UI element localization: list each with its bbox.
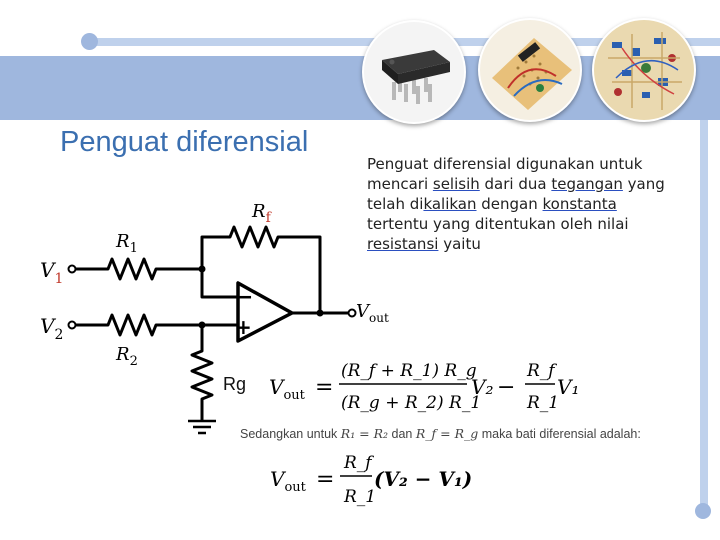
formula2-numerator: R_f	[343, 453, 374, 473]
v2-label: V2	[40, 314, 63, 343]
description-text: Penguat diferensial digunakan untuk menc…	[367, 154, 667, 254]
description-part: tertentu yang ditentukan oleh nilai	[367, 215, 629, 233]
link-konstanta[interactable]: konstanta	[542, 195, 617, 213]
description-part: yang telah di	[367, 175, 665, 213]
rf-subscript: f	[266, 210, 273, 226]
bottom-accent-dot	[695, 503, 711, 519]
formula1-frac2-den: R_1	[526, 393, 559, 413]
rg-label: Rg	[223, 374, 247, 394]
differential-gain-formula: Vout = (R_f + R_1) R_g (R_g + R_2) R_1 V…	[269, 361, 579, 413]
v1-label: V1	[40, 258, 63, 287]
formula2-equals: =	[316, 467, 334, 492]
r2-label: R2	[115, 344, 138, 369]
description-part: Penguat diferensial digunakan untuk menc…	[367, 155, 643, 193]
note-mid: dan	[388, 427, 416, 441]
noninverting-input-sign: +	[235, 315, 252, 339]
description-part: yaitu	[438, 235, 481, 253]
condition-note: Sedangkan untuk R₁ = R₂ dan R_f = R_g ma…	[240, 426, 641, 441]
slide-title: Penguat diferensial	[60, 126, 309, 158]
formula2-denominator: R_1	[343, 487, 376, 507]
formula1-minus: −	[497, 375, 515, 400]
ic-chip-photo	[362, 20, 466, 124]
formula1-v2: V₂	[471, 375, 493, 399]
simplified-gain-formula: Vout = R_f R_1 (V₂ − V₁)	[270, 453, 472, 507]
formula2-lhs: Vout	[270, 467, 307, 495]
description-part: dari dua	[479, 175, 552, 193]
link-tegangan[interactable]: tegangan	[551, 175, 623, 193]
formula1-equals: =	[315, 375, 333, 400]
circuit-board-photo	[592, 18, 696, 122]
link-selisih[interactable]: selisih	[432, 175, 480, 193]
formula2-expression: (V₂ − V₁)	[374, 467, 472, 491]
rf-label: Rf	[251, 201, 273, 226]
formula1-frac2-num: R_f	[526, 361, 557, 381]
link-resistansi[interactable]: resistansi	[367, 235, 439, 253]
right-accent-line	[700, 120, 708, 510]
note-suffix: maka bati diferensial adalah:	[478, 427, 641, 441]
link-kalikan[interactable]: kalikan	[423, 195, 477, 213]
formula1-v1: V₁	[557, 375, 579, 399]
note-condition-2: R_f = R_g	[415, 426, 479, 441]
top-accent-dot	[81, 33, 98, 50]
r1-label: R1	[115, 231, 138, 256]
description-part: dengan	[476, 195, 543, 213]
note-prefix: Sedangkan untuk	[240, 427, 341, 441]
vout-label: Vout	[356, 301, 389, 325]
formula1-denominator: (R_g + R_2) R_1	[341, 393, 481, 413]
note-condition-1: R₁ = R₂	[340, 426, 389, 441]
inverting-input-sign: −	[235, 285, 253, 310]
differential-amplifier-schematic: Rf R1 R2 V1 V2 Vout − +	[40, 201, 389, 435]
formula1-lhs: Vout	[269, 375, 306, 403]
v1-subscript: 1	[54, 271, 63, 287]
breadboard-photo	[478, 18, 582, 122]
formula1-numerator: (R_f + R_1) R_g	[341, 361, 477, 381]
